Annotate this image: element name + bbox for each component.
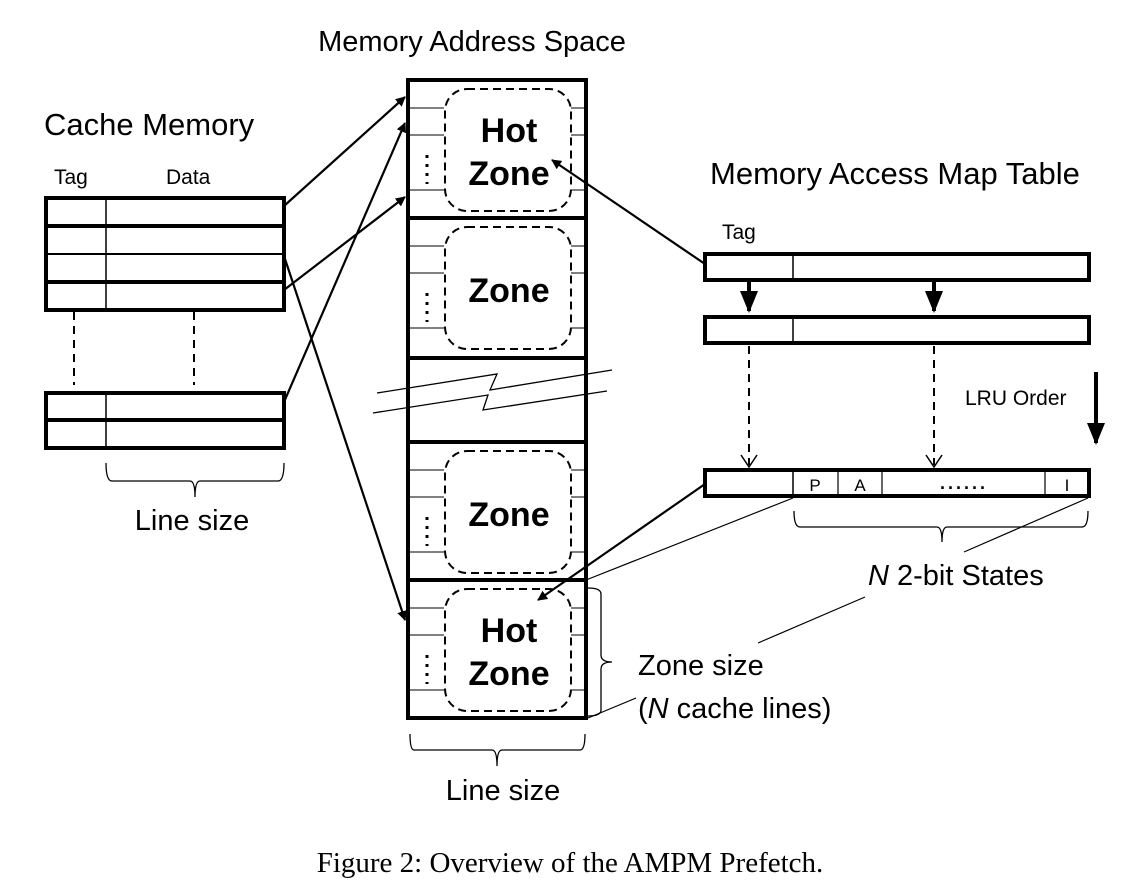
cache-memory-title: Cache Memory (44, 107, 255, 142)
cache-memory: Cache Memory Tag Data Line size (44, 107, 286, 537)
zone-label-line1: Hot (481, 612, 538, 650)
zone-boundary (444, 450, 572, 574)
cache-to-memory-arrow (282, 255, 407, 621)
zone-size-sublabel: (N cache lines) (638, 693, 831, 725)
zone-size-brace (587, 587, 613, 717)
map-entry-lru: P A ...... I (703, 468, 1091, 498)
map-table-title: Memory Access Map Table (710, 156, 1080, 191)
memory-address-space-title: Memory Address Space (318, 26, 626, 58)
memory-line-size-label: Line size (446, 775, 560, 807)
memory-column (406, 78, 588, 720)
zone: Zone (410, 450, 584, 574)
connection-arrows (282, 96, 706, 621)
dashed-arrow-head-icon (925, 454, 943, 469)
zone-label-line1: Hot (481, 112, 538, 150)
state-cell: P (809, 476, 820, 495)
dashed-arrow-head-icon (740, 454, 758, 469)
zone-label: Zone (468, 272, 549, 310)
states-brace (793, 510, 1089, 543)
cache-lines-lower (44, 391, 286, 450)
lru-order-label: LRU Order (965, 387, 1067, 410)
memory-access-map-table: Memory Access Map Table Tag LRU Order P … (585, 156, 1105, 644)
zone-label-line2: Zone (468, 155, 549, 193)
cache-to-memory-arrow (282, 122, 407, 403)
cache-tag-header: Tag (54, 166, 88, 189)
zone-boundary (444, 88, 572, 212)
states-label: N 2-bit States (868, 560, 1044, 592)
zone-size-label: Zone size (638, 650, 764, 682)
memory-address-space: Memory Address Space HotZoneZoneZoneHotZ… (318, 26, 831, 807)
zone: Zone (410, 226, 584, 350)
map-tag-header: Tag (722, 221, 756, 244)
cache-to-memory-arrow (283, 196, 406, 291)
map-to-hot-zone-arrow (537, 483, 706, 601)
zone-boundary (444, 226, 572, 350)
figure-caption: Figure 2: Overview of the AMPM Prefetch. (317, 847, 824, 879)
state-cell: A (854, 476, 866, 495)
cache-to-memory-arrow (283, 96, 406, 207)
cache-line-size-label: Line size (135, 505, 249, 537)
cache-line-size-brace (105, 462, 285, 498)
address-break-symbol (372, 369, 613, 414)
map-entry (703, 252, 1091, 282)
zone-boundary (444, 588, 572, 712)
map-entry (703, 315, 1091, 345)
map-to-hot-zone-arrow (551, 159, 706, 265)
zone-label-line2: Zone (468, 655, 549, 693)
memory-line-size-brace (409, 733, 586, 767)
state-cell: I (1065, 476, 1070, 495)
cache-lines-upper (44, 196, 286, 312)
cache-data-header: Data (166, 166, 211, 189)
state-cell-ellipsis: ...... (940, 473, 988, 493)
zone-label: Zone (468, 496, 549, 534)
